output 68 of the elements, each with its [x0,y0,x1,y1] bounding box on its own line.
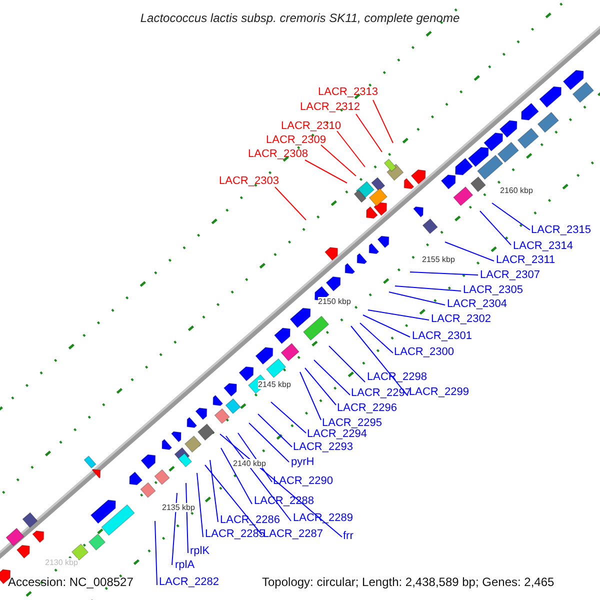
position-label: 2135 kbp [162,503,195,512]
gene-label: LACR_2293 [293,441,353,454]
position-label: 2160 kbp [500,186,533,195]
gene-label: LACR_2295 [322,417,382,430]
leader-line [220,448,252,504]
leader-line [196,472,204,538]
leader-line [360,322,394,354]
gene-label: LACR_2297 [351,387,411,400]
position-label: 2145 kbp [258,380,291,389]
leader-line [410,272,478,276]
gene-label: pyrH [291,456,314,469]
leader-line [226,436,292,522]
leader-line [372,100,394,144]
gene-label: LACR_2299 [409,386,469,399]
leader-line [314,360,350,396]
leader-line [336,130,366,168]
footer-text: Topology: circular; Length: 2,438,589 bp; Genes: 2,465 [262,576,554,589]
gene-label: LACR_2308 [248,148,308,161]
gene-label: rplK [190,545,210,558]
gene-label: LACR_2300 [394,346,454,359]
leader-line [444,242,494,262]
gene-label: LACR_2302 [431,313,491,326]
gene-label: LACR_2307 [480,269,540,282]
gene-label: LACR_2301 [412,330,472,343]
footer-text: Accession: NC_008527 [8,576,134,589]
gene-label: LACR_2315 [531,224,591,237]
leader-line [248,422,290,462]
position-label: 2155 kbp [422,255,455,264]
position-label: 2140 kbp [233,459,266,468]
leader-line [388,292,446,306]
gene-label: LACR_2309 [266,134,326,147]
gene-label: LACR_2296 [337,402,397,415]
leader-line [172,492,178,566]
leader-line [154,520,158,586]
gene-label: LACR_2311 [496,254,556,267]
leader-line [220,434,342,538]
gene-label: LACR_2303 [219,175,279,188]
position-label: 2150 kbp [318,297,351,306]
leader-line [304,368,336,406]
leader-line [270,402,306,434]
leader-line [362,314,410,338]
gene-label: LACR_2304 [447,298,507,311]
leader-line [368,310,430,320]
leader-line [186,482,188,554]
gene-label: LACR_2282 [159,576,219,589]
leader-line [394,286,462,292]
leader-line [274,186,306,220]
gene-label: frr [343,530,354,543]
leader-line [356,114,382,152]
gene-label: LACR_2310 [281,120,341,133]
gene-label: LACR_2305 [463,284,523,297]
leader-line [300,372,322,420]
gene-label: rplA [175,559,195,572]
title: Lactococcus lactis subsp. cremoris SK11, complete genome [139,12,461,25]
leader-line [210,460,218,522]
leader-line [304,160,348,184]
gene-label: LACR_2285 [205,528,265,541]
position-label: 2130 kbp [45,558,78,567]
leader-line [492,202,530,230]
gene-label: LACR_2312 [300,101,360,114]
leader-line [320,144,356,176]
gene-label: LACR_2314 [513,240,573,253]
gene-label: LACR_2294 [307,428,367,441]
leader-line [328,346,366,382]
gene-label: LACR_2287 [263,528,323,541]
leader-line [480,210,512,246]
leader-line [258,414,292,448]
gene-label: LACR_2313 [318,86,378,99]
